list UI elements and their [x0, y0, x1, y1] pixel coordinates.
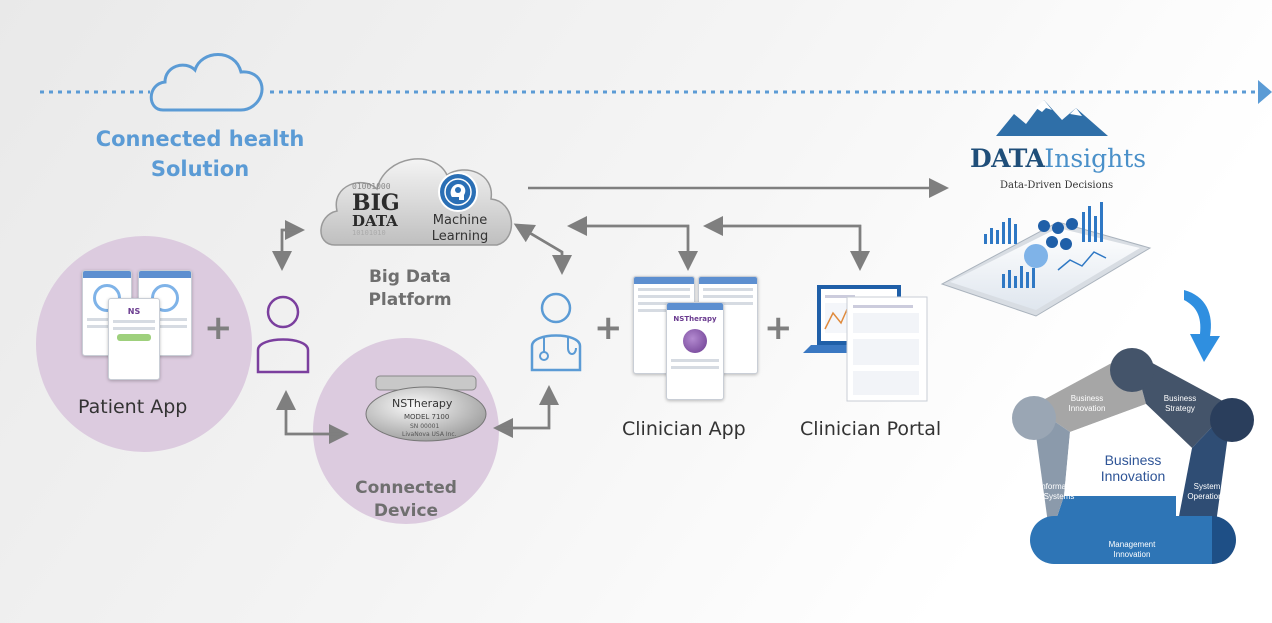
binary-top: 01001000: [352, 182, 391, 191]
implant-device-image: [365, 375, 487, 442]
clinician-app-logo: NSTherapy: [673, 315, 717, 323]
person-icon: [256, 295, 310, 374]
big-text: BIG: [352, 190, 400, 216]
binary-bottom: 10101010: [352, 229, 386, 237]
pentagon-center-label: Business Innovation: [1100, 452, 1166, 484]
connected-health-title: Connected health Solution: [95, 127, 305, 181]
plus-sign-patient: +: [204, 308, 233, 348]
plus-sign-clinician: +: [594, 308, 623, 348]
connected-device-label: Connected Device: [355, 478, 457, 521]
device-model: MODEL 7100: [404, 413, 450, 421]
analytics-tablet: [940, 202, 1152, 317]
clinician-portal-label: Clinician Portal: [800, 418, 942, 440]
big-data-platform-label: Big Data Platform: [368, 267, 452, 310]
data-insights-brand: DATAInsights: [970, 144, 1146, 173]
data-insights-data: DATA: [970, 144, 1045, 173]
data-insights-tagline: Data-Driven Decisions: [1000, 180, 1114, 191]
data-insights-insights: Insights: [1044, 144, 1147, 173]
brain-icon: [438, 172, 478, 212]
device-brand: NSTherapy: [392, 397, 453, 410]
clinician-portal-laptop: [803, 285, 928, 402]
patient-app-screen-front: NS: [108, 298, 160, 380]
mountain-logo: [996, 100, 1108, 136]
segment-information-systems: [1032, 406, 1070, 538]
plus-sign-portal: +: [764, 308, 793, 348]
machine-learning-label: Machine Learning: [431, 213, 489, 244]
device-maker: LivaNova USA Inc.: [402, 431, 457, 438]
doctor-icon: [530, 292, 582, 372]
patient-app-label: Patient App: [78, 396, 188, 418]
curved-arrow-icon: [1184, 290, 1220, 362]
segment-system-operations: [1176, 406, 1232, 538]
device-serial: SN 00001: [410, 423, 440, 430]
cloud-outline-icon: [149, 53, 264, 112]
top-dotted-timeline: [40, 80, 1272, 104]
segment-business-strategy: [1132, 352, 1232, 448]
business-innovation-pentagon: [1012, 348, 1254, 564]
clinician-app-label: Clinician App: [622, 418, 746, 440]
patient-app-logo: NS: [127, 307, 141, 316]
data-text: DATA: [352, 212, 398, 230]
clinician-app-screen-front: NSTherapy: [666, 302, 724, 400]
